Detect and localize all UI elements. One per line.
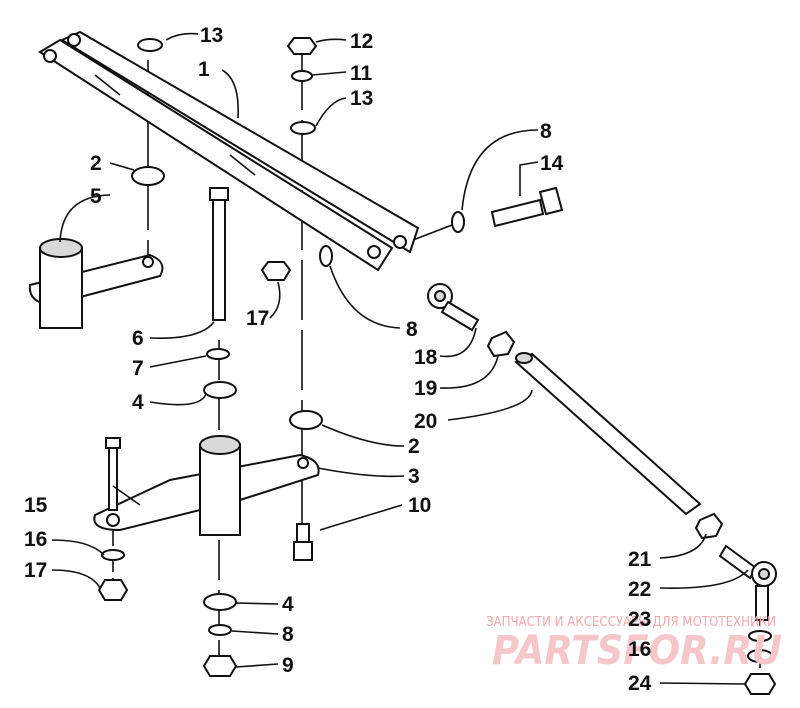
callout-7: 7	[132, 357, 144, 380]
callout-3: 3	[408, 465, 420, 488]
callout-8-lower: 8	[282, 623, 294, 646]
callout-15: 15	[24, 494, 48, 517]
washer-13-top	[137, 38, 163, 52]
callout-2-lower: 2	[408, 435, 420, 458]
callout-8-top: 8	[540, 120, 552, 143]
callout-23: 23	[628, 608, 651, 631]
pivot-bracket-3	[93, 435, 320, 536]
callout-1: 1	[198, 58, 210, 81]
callout-13-mid: 13	[350, 87, 373, 110]
callout-22: 22	[628, 578, 651, 601]
callout-9: 9	[282, 654, 294, 677]
nut-24	[743, 673, 777, 695]
nut-12	[286, 37, 318, 55]
bolt-10	[293, 523, 313, 561]
nut-21	[694, 512, 724, 540]
link-arm-1	[38, 30, 420, 272]
bolt-15	[105, 437, 121, 511]
callout-16-left: 16	[24, 528, 47, 551]
callout-17-lower: 17	[24, 559, 47, 582]
washer-16-right	[747, 649, 773, 663]
washer-8-lower	[208, 624, 232, 636]
nut-17-lower	[97, 579, 129, 601]
callout-11: 11	[350, 62, 373, 85]
nut-19	[486, 330, 516, 358]
callout-4-lower: 4	[282, 593, 294, 616]
bushing-4-upper	[203, 381, 237, 399]
callout-2-upper: 2	[90, 152, 102, 175]
nut-9	[202, 655, 238, 677]
callout-21: 21	[628, 548, 652, 571]
callout-14: 14	[540, 152, 564, 175]
callout-4-upper: 4	[132, 391, 144, 414]
washer-7	[206, 348, 230, 360]
callout-18: 18	[414, 346, 438, 369]
pivot-bracket-5	[28, 238, 164, 329]
rod-end-22	[718, 544, 777, 621]
bolt-14	[490, 186, 564, 228]
callout-6: 6	[132, 327, 144, 350]
watermark: ЗАПЧАСТИ И АКСЕССУАРЫ ДЛЯ МОТОТЕХНИКИ PA…	[486, 615, 782, 674]
callout-labels: 13 1 12 11 13 8 14 2 5 17 8 6 18 7 19 4 …	[24, 24, 652, 695]
watermark-tagline: ЗАПЧАСТИ И АКСЕССУАРЫ ДЛЯ МОТОТЕХНИКИ	[486, 615, 776, 630]
callout-16-right: 16	[628, 638, 651, 661]
washer-13-mid	[290, 121, 316, 135]
callout-10: 10	[408, 494, 431, 517]
rod-end-18	[427, 283, 480, 332]
callout-8-mid: 8	[406, 318, 418, 341]
callout-24: 24	[628, 672, 652, 695]
washer-23	[748, 630, 772, 642]
callout-17-mid: 17	[246, 307, 269, 330]
bolt-6	[209, 187, 229, 321]
washer-11	[291, 70, 313, 82]
leader-lines	[51, 32, 749, 685]
callout-12: 12	[350, 30, 373, 53]
callout-5: 5	[90, 185, 102, 208]
spacer-2-upper	[131, 166, 165, 186]
washer-16-left	[101, 549, 125, 561]
nut-17-upper	[260, 261, 292, 281]
callout-19: 19	[414, 377, 437, 400]
callout-20: 20	[414, 410, 437, 433]
watermark-logo: PARTSFOR.RU	[492, 628, 782, 674]
bushing-4-lower	[203, 593, 237, 611]
washer-8-mid	[319, 245, 333, 267]
spacer-2-lower	[289, 410, 323, 430]
tie-rod-20	[514, 352, 702, 516]
callout-13-top: 13	[200, 24, 223, 47]
washer-8-right	[451, 211, 465, 233]
